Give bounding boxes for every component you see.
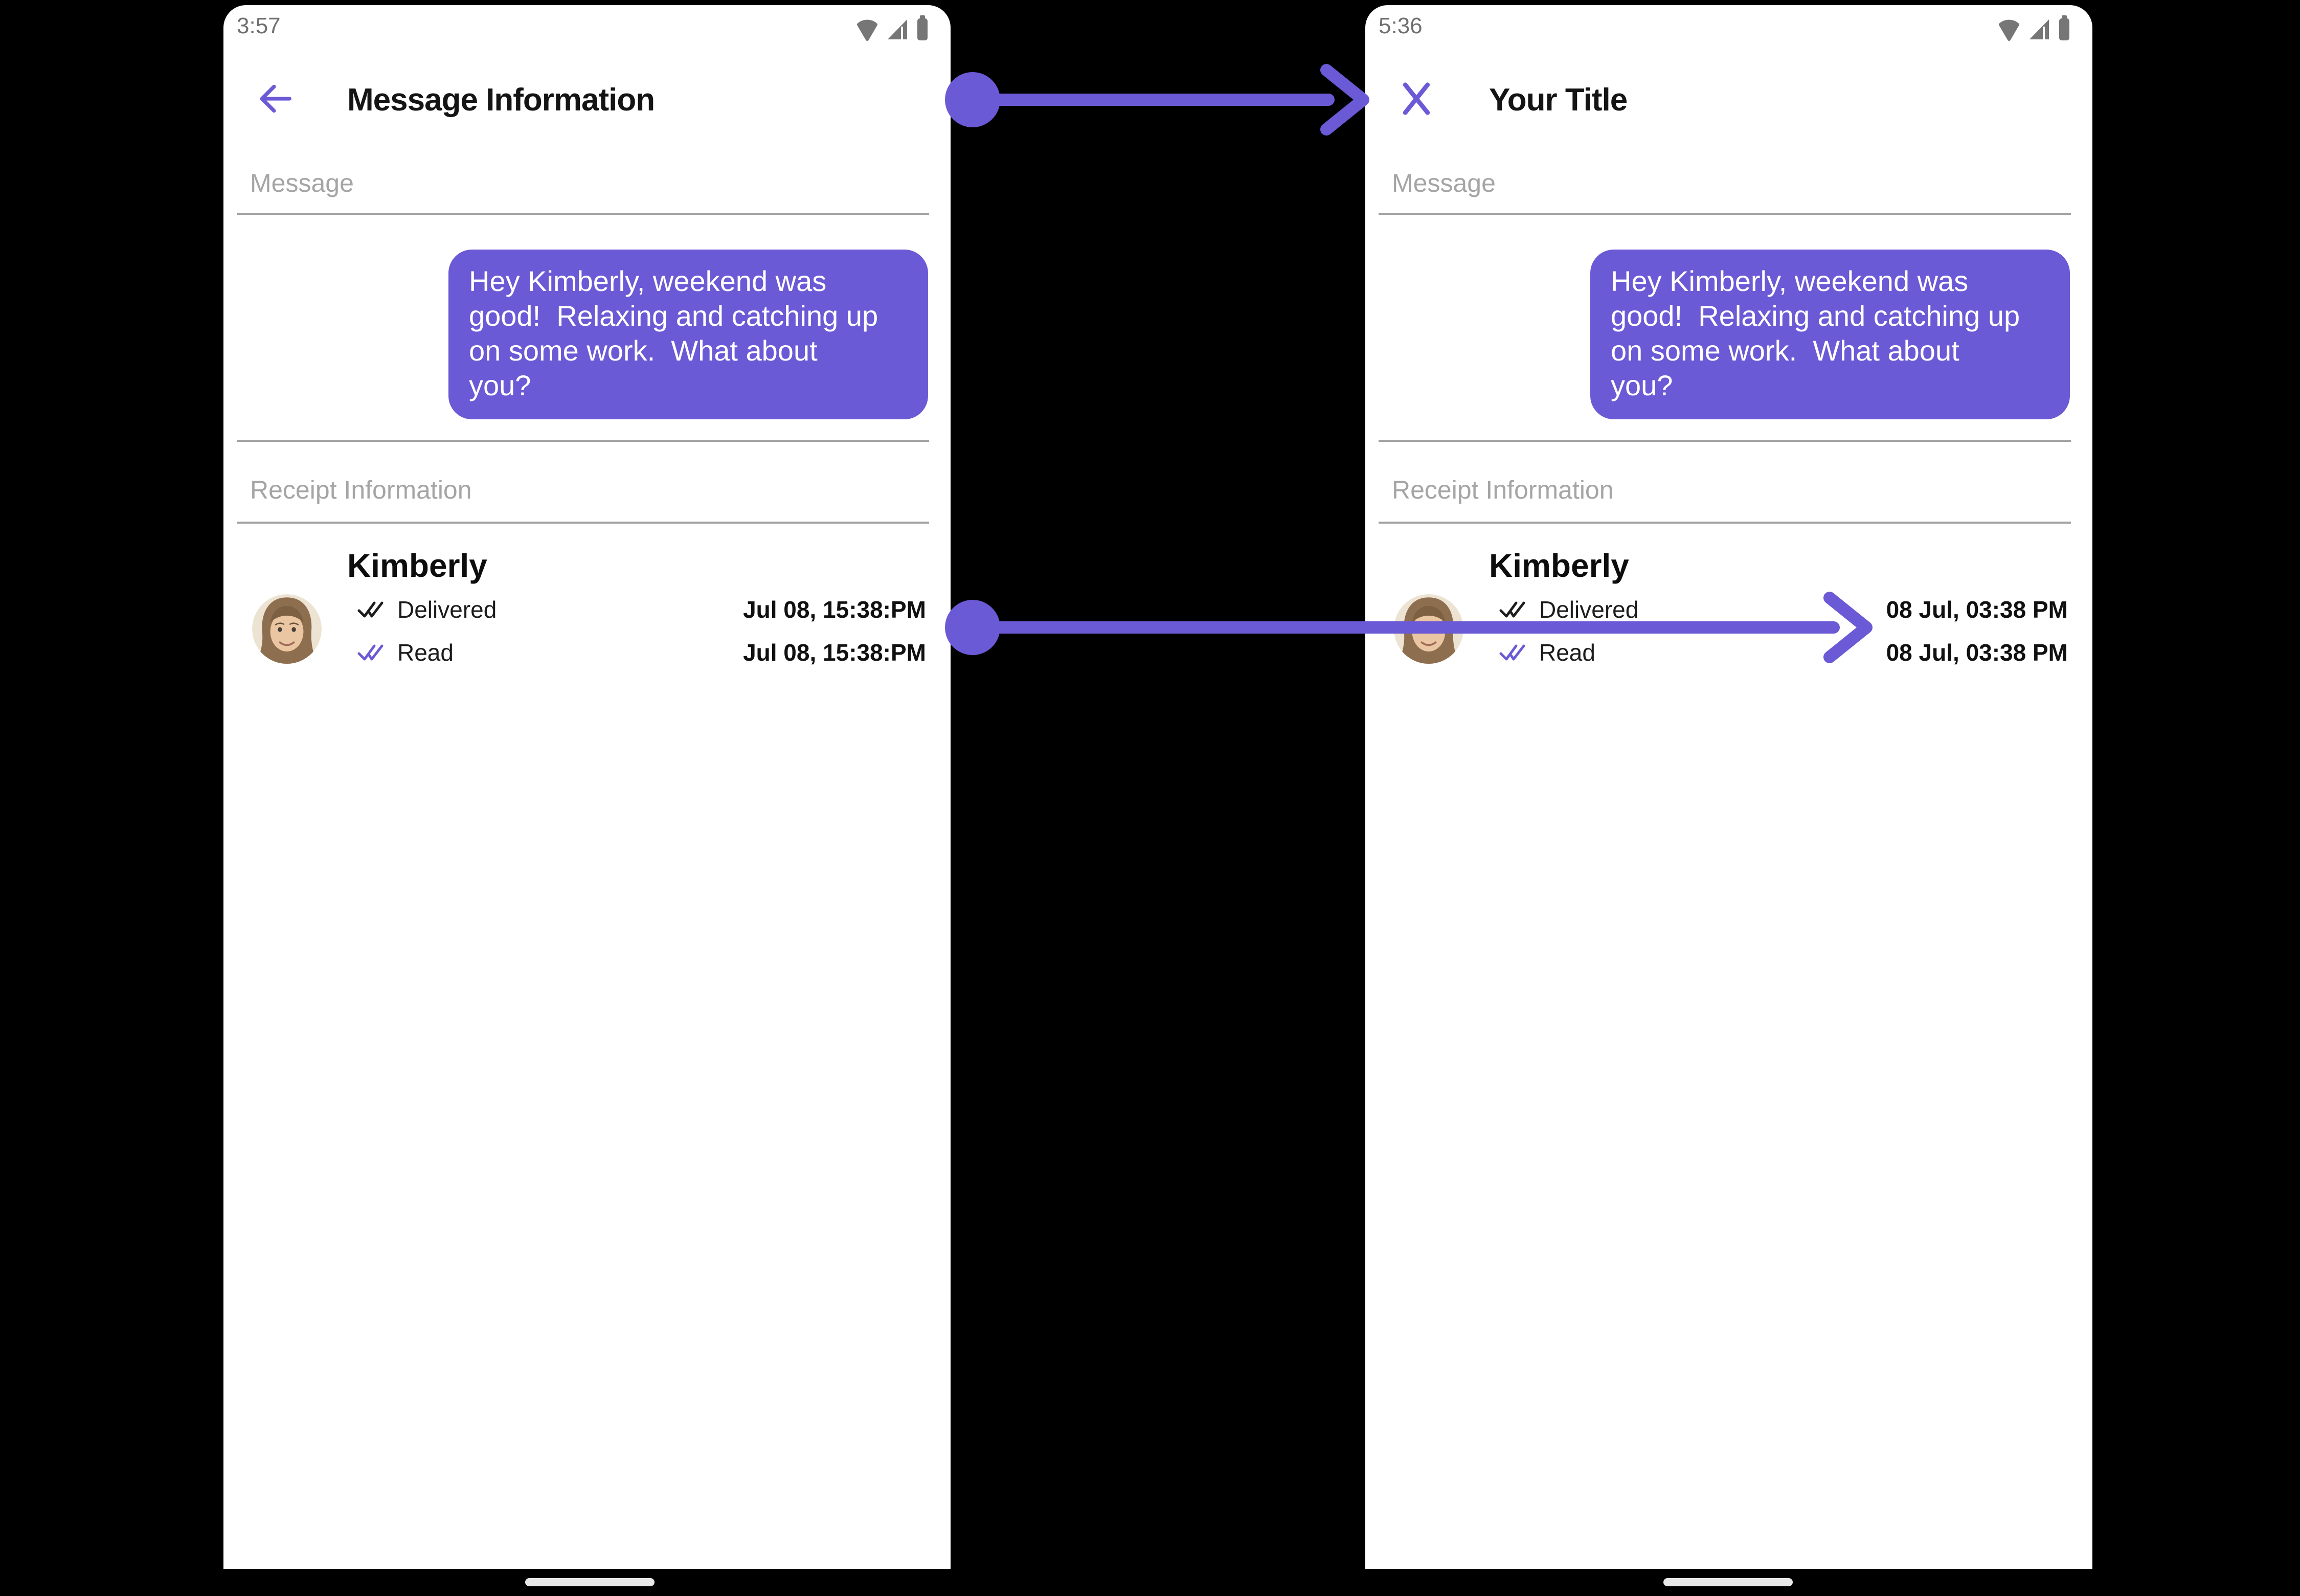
read-label: Read bbox=[1539, 639, 1595, 666]
wifi-icon bbox=[855, 16, 879, 43]
close-button[interactable] bbox=[1397, 80, 1436, 119]
double-check-icon bbox=[1499, 642, 1526, 663]
receipt-row-read: Read 08 Jul, 03:38 PM bbox=[1499, 637, 2068, 668]
status-bar-icons bbox=[1997, 15, 2071, 43]
divider bbox=[1379, 440, 2071, 442]
double-check-icon bbox=[357, 599, 384, 620]
status-bar-time: 5:36 bbox=[1379, 13, 1423, 38]
signal-icon bbox=[2028, 17, 2050, 43]
home-indicator[interactable] bbox=[525, 1578, 655, 1586]
back-arrow-icon bbox=[256, 80, 293, 119]
home-indicator[interactable] bbox=[1663, 1578, 1793, 1586]
back-button[interactable] bbox=[255, 80, 294, 119]
receipt-row-delivered: Delivered Jul 08, 15:38:PM bbox=[357, 594, 926, 625]
phone-screen-before: 3:57 Message Information Message Hey Kim… bbox=[223, 5, 951, 1569]
double-check-icon bbox=[357, 642, 384, 663]
divider bbox=[237, 440, 929, 442]
message-bubble: Hey Kimberly, weekend was good! Relaxing… bbox=[448, 250, 928, 419]
section-label-message: Message bbox=[1392, 169, 1496, 197]
page-title: Message Information bbox=[347, 82, 655, 118]
section-label-receipt: Receipt Information bbox=[250, 476, 472, 504]
divider bbox=[237, 522, 929, 524]
avatar bbox=[252, 594, 322, 664]
arrow-header-mapping bbox=[945, 64, 1369, 136]
contact-name: Kimberly bbox=[347, 547, 487, 584]
delivered-label: Delivered bbox=[397, 596, 497, 623]
divider bbox=[1379, 522, 2071, 524]
message-bubble: Hey Kimberly, weekend was good! Relaxing… bbox=[1590, 250, 2070, 419]
divider bbox=[237, 213, 929, 215]
read-label: Read bbox=[397, 639, 454, 666]
section-label-receipt: Receipt Information bbox=[1392, 476, 1614, 504]
status-bar-icons bbox=[855, 15, 929, 43]
read-timestamp: 08 Jul, 03:38 PM bbox=[1886, 639, 2068, 666]
divider bbox=[1379, 213, 2071, 215]
receipt-row-delivered: Delivered 08 Jul, 03:38 PM bbox=[1499, 594, 2068, 625]
signal-icon bbox=[886, 17, 909, 43]
read-timestamp: Jul 08, 15:38:PM bbox=[743, 639, 926, 666]
battery-icon bbox=[916, 15, 929, 43]
wifi-icon bbox=[1997, 16, 2021, 43]
delivered-timestamp: Jul 08, 15:38:PM bbox=[743, 596, 926, 623]
phone-screen-after: 5:36 Your Title Message Hey Kimberly, we… bbox=[1365, 5, 2092, 1569]
avatar bbox=[1394, 594, 1463, 664]
status-bar-time: 3:57 bbox=[237, 13, 281, 38]
double-check-icon bbox=[1499, 599, 1526, 620]
close-icon bbox=[1400, 80, 1433, 119]
page-title: Your Title bbox=[1489, 82, 1628, 118]
delivered-label: Delivered bbox=[1539, 596, 1639, 623]
section-label-message: Message bbox=[250, 169, 354, 197]
receipt-row-read: Read Jul 08, 15:38:PM bbox=[357, 637, 926, 668]
contact-name: Kimberly bbox=[1489, 547, 1629, 584]
battery-icon bbox=[2058, 15, 2071, 43]
delivered-timestamp: 08 Jul, 03:38 PM bbox=[1886, 596, 2068, 623]
